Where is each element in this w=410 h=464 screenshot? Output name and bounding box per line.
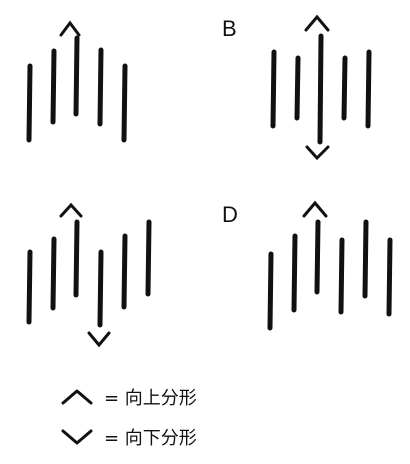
- chevron-down-icon: [61, 429, 93, 445]
- chevron-up-icon: [59, 20, 81, 37]
- bar: [314, 219, 321, 295]
- bar: [291, 233, 298, 313]
- chevron-up-icon: [61, 389, 93, 405]
- legend-down-text: = 向下分形: [104, 428, 197, 449]
- panel-c: [26, 202, 152, 348]
- bar: [26, 249, 33, 325]
- bar: [386, 237, 393, 317]
- panel-a: [26, 20, 128, 143]
- bar: [341, 55, 348, 121]
- panel-label-b: B: [222, 16, 237, 41]
- panel-c-bars: [26, 219, 152, 328]
- panel-b: [270, 14, 372, 161]
- legend-up-text: = 向上分形: [104, 388, 197, 409]
- bar: [294, 55, 301, 121]
- bar: [121, 233, 128, 310]
- legend-down-fractal: = 向下分形: [60, 424, 197, 450]
- panel-d-bars: [267, 219, 393, 331]
- chevron-up-icon: [59, 202, 83, 218]
- bar: [267, 251, 274, 331]
- bar: [270, 49, 277, 129]
- legend-up-fractal: = 向上分形: [60, 384, 197, 410]
- bar: [73, 35, 80, 117]
- bar: [362, 219, 369, 299]
- panel-b-bars: [270, 33, 372, 145]
- panel-a-bars: [26, 35, 128, 143]
- bar: [97, 249, 104, 328]
- chevron-down-icon: [305, 145, 330, 161]
- panel-d: [267, 200, 393, 331]
- bar: [73, 219, 80, 298]
- chevron-up-icon: [302, 200, 328, 218]
- bar: [97, 47, 104, 127]
- panel-label-d: D: [222, 202, 238, 227]
- bar: [26, 63, 33, 143]
- bar: [338, 237, 345, 315]
- bar: [317, 33, 324, 145]
- bar: [121, 63, 128, 143]
- chevron-down-icon: [87, 331, 111, 348]
- bar: [145, 219, 152, 297]
- bar: [50, 48, 57, 125]
- bar: [50, 236, 57, 311]
- bar: [365, 49, 372, 129]
- chevron-up-icon: [304, 14, 330, 32]
